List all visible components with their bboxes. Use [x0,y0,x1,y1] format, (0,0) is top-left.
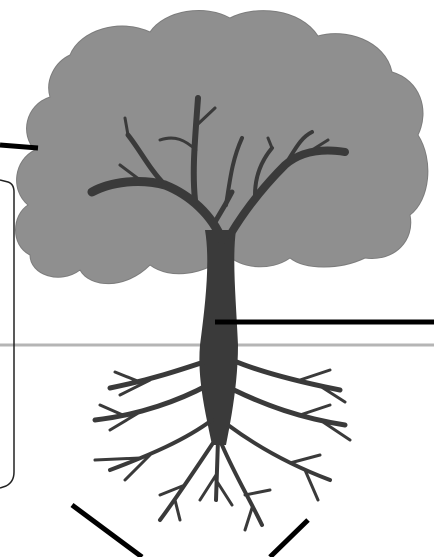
roots-bracket-line-right [270,520,308,557]
crown-label-box [0,180,14,488]
roots-bracket-line [72,505,142,557]
crown-leader-line [0,145,38,148]
